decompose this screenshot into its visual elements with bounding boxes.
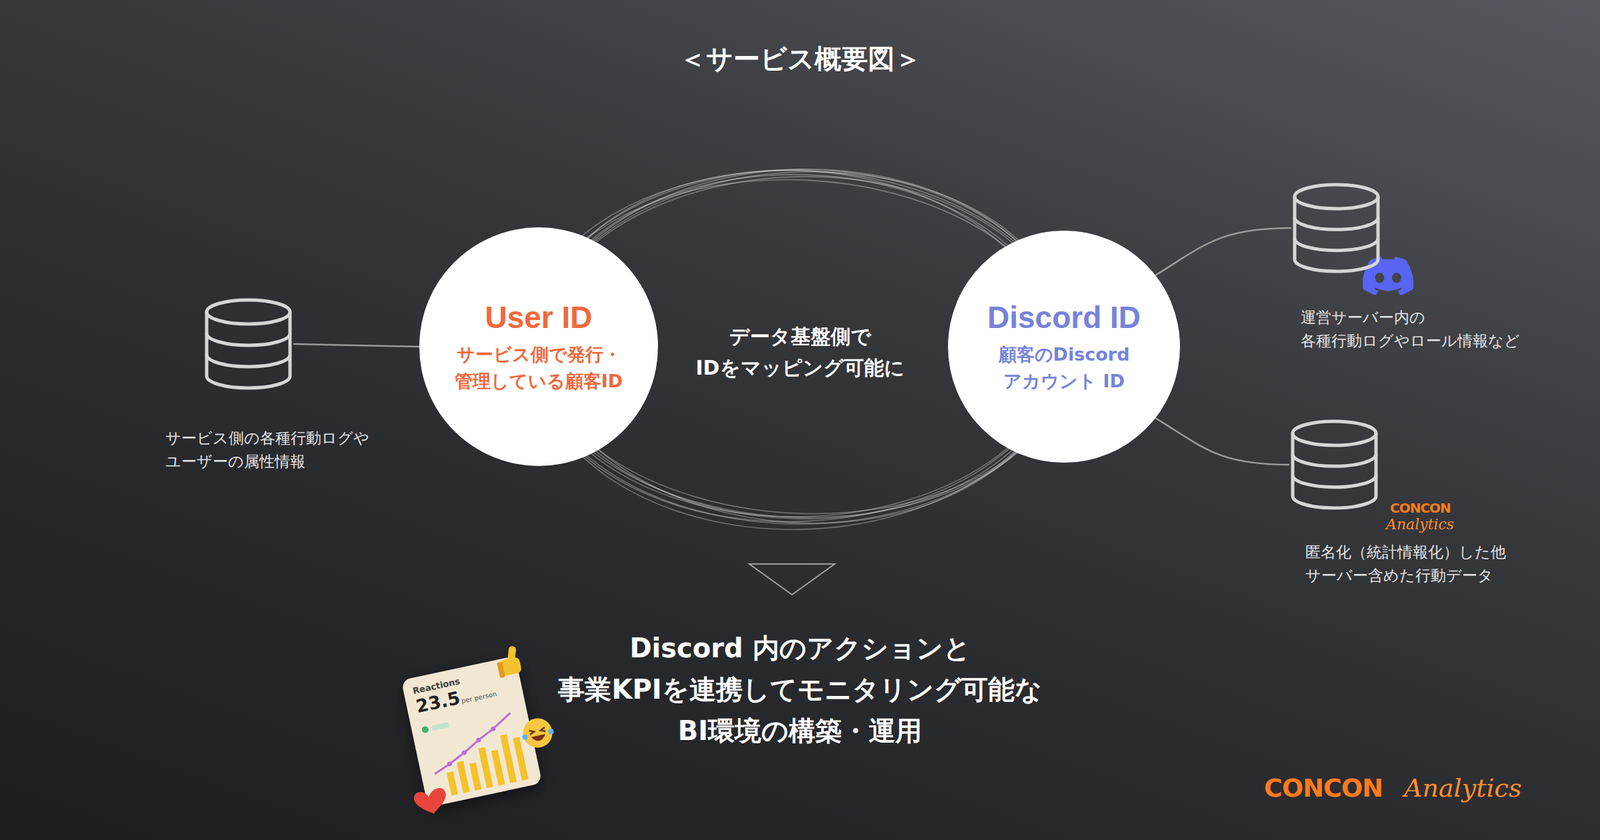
trend-dot — [461, 750, 467, 756]
trend-dot — [446, 761, 452, 767]
database-icon — [1291, 181, 1382, 275]
id-description: 顧客のDiscord アカウント ID — [992, 341, 1136, 394]
database-top — [1294, 184, 1378, 209]
bar-group — [441, 731, 529, 796]
id-circle: Discord ID 顧客のDiscord アカウント ID — [948, 230, 1180, 463]
database-node: 匿名化（統計情報化）した他 サーバー含めた行動データ — [1289, 418, 1380, 512]
emoji-face — [520, 715, 555, 750]
trend-line — [425, 712, 520, 774]
bar — [456, 761, 470, 794]
id-description: サービス側で発行・ 管理している顧客ID — [448, 341, 629, 394]
thumbs-up-emoji — [494, 644, 523, 678]
trend-dot — [490, 726, 496, 732]
database-caption: サービス側の各種行動ログや ユーザーの属性情報 — [165, 426, 380, 473]
database-top — [1292, 421, 1376, 446]
database-icon — [1289, 418, 1380, 512]
laughing-emoji — [519, 715, 557, 751]
emoji-tear — [522, 734, 528, 740]
bar — [469, 762, 482, 791]
thumb-cuff — [496, 661, 506, 678]
page-title: ＜サービス概要図＞ — [679, 40, 922, 78]
database-icon — [203, 296, 294, 392]
id-heading: User ID — [484, 299, 592, 336]
bar — [446, 771, 458, 796]
badge — [431, 722, 450, 731]
discord-logo — [1362, 256, 1414, 296]
bar — [512, 736, 528, 781]
bar — [491, 749, 506, 786]
database-top — [206, 300, 290, 324]
logo-wordmark: CONCON — [1264, 773, 1383, 803]
database-caption: 匿名化（統計情報化）した他 サーバー含めた行動データ — [1305, 540, 1520, 587]
id-heading: Discord ID — [987, 299, 1141, 336]
trend-dot — [476, 737, 482, 743]
emoji-mouth — [531, 734, 547, 742]
connector-line — [1155, 418, 1290, 465]
badge-dot — [421, 725, 430, 734]
summary-text: Discord 内のアクションと 事業KPIを連携してモニタリング可能な BI環… — [533, 627, 1067, 752]
card-unit: per person — [460, 690, 498, 705]
database-node: サービス側の各種行動ログや ユーザーの属性情報 — [203, 296, 294, 392]
connector-line — [293, 344, 420, 347]
logo-script: Analytics — [1386, 516, 1454, 533]
logo-script: Analytics — [1404, 773, 1522, 803]
emoji-tear — [548, 728, 554, 734]
database-node: 運営サーバー内の 各種行動ログやロール情報など — [1291, 181, 1382, 275]
chart-card-illustration: Reactions23.5per person — [401, 656, 543, 808]
down-triangle — [749, 564, 835, 595]
heart-illustration — [412, 786, 450, 818]
database-band — [1292, 454, 1376, 508]
chart-card-graphics — [401, 656, 543, 808]
bar — [478, 746, 493, 788]
discord-logo-shape — [1362, 256, 1414, 296]
logo-wordmark: CONCON — [1390, 500, 1451, 516]
mapping-note: データ基盤側で IDをマッピング可能に — [690, 321, 910, 384]
database-band — [206, 333, 290, 388]
connector-line — [1155, 228, 1292, 276]
trend-dots — [441, 726, 502, 767]
thumb — [507, 646, 516, 663]
emoji-eyes — [529, 727, 546, 735]
database-band — [1294, 217, 1378, 272]
id-circle: User ID サービス側で発行・ 管理している顧客ID — [419, 227, 658, 466]
database-caption: 運営サーバー内の 各種行動ログやロール情報など — [1300, 306, 1531, 352]
